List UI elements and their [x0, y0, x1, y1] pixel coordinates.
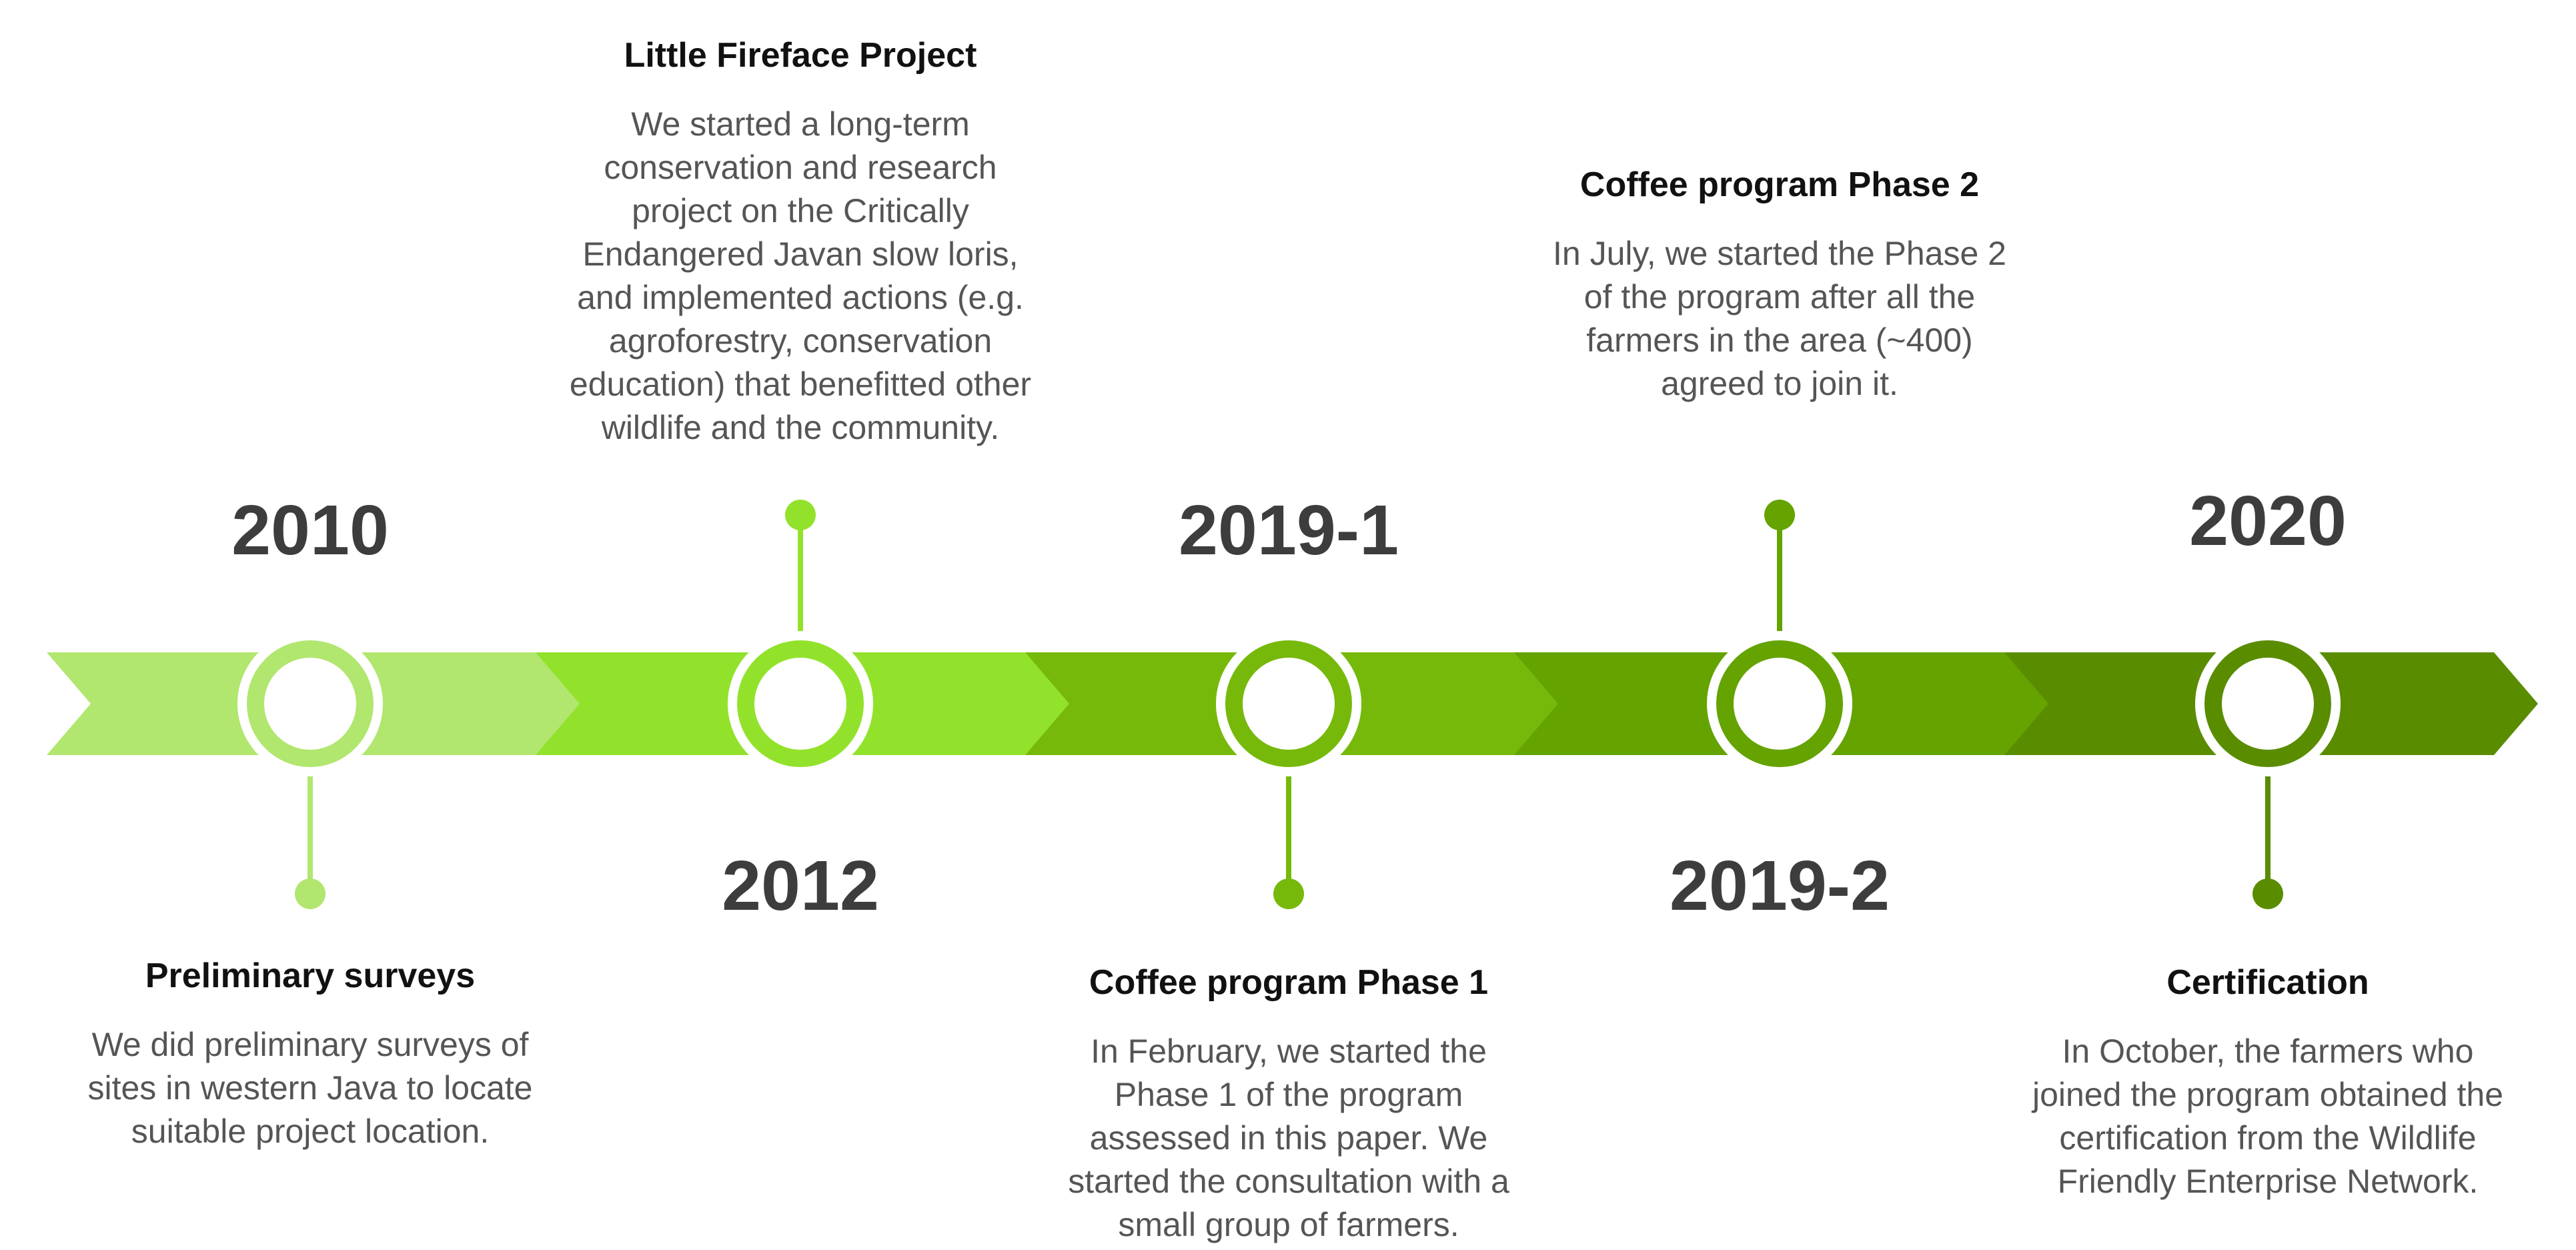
desc-line: farmers in the area (~400) [1586, 322, 1973, 360]
desc-line: joined the program obtained the [2032, 1076, 2504, 1114]
event-description: We did preliminary surveys of sites in w… [37, 1023, 584, 1153]
desc-line: Phase 1 of the program [1114, 1076, 1463, 1114]
event-block-coffee-phase-2: Coffee program Phase 2 In July, we start… [1506, 164, 2053, 406]
desc-line: education) that benefitted other [569, 366, 1032, 404]
desc-line: In October, the farmers who [2062, 1033, 2474, 1071]
connector-line [2265, 758, 2271, 894]
event-block-preliminary-surveys: Preliminary surveys We did preliminary s… [37, 955, 584, 1153]
connector-dot [1273, 878, 1304, 909]
desc-line: In February, we started the [1091, 1033, 1487, 1071]
desc-line: assessed in this paper. We [1089, 1119, 1488, 1157]
connector-dot [2252, 878, 2283, 909]
event-block-little-fireface-project: Little Fireface Project We started a lon… [527, 35, 1074, 450]
connector-line [798, 515, 803, 649]
year-label-2010: 2010 [231, 491, 389, 570]
desc-line: We did preliminary surveys of [91, 1026, 529, 1064]
milestone-ring [247, 640, 374, 767]
connector-dot [295, 878, 326, 909]
event-title: Little Fireface Project [624, 36, 977, 75]
milestone-ring [737, 640, 864, 767]
event-description: We started a long-term conservation and … [527, 103, 1074, 450]
desc-line: suitable project location. [131, 1113, 490, 1151]
connector-line [1777, 515, 1782, 649]
connector-line [1286, 758, 1291, 894]
desc-line: We started a long-term [631, 105, 970, 143]
connector-line [307, 758, 313, 894]
desc-line: Endangered Javan slow loris, [582, 235, 1019, 273]
milestone-ring [1716, 640, 1843, 767]
event-block-coffee-phase-1: Coffee program Phase 1 In February, we s… [1015, 962, 1562, 1247]
event-description: In February, we started the Phase 1 of t… [1015, 1030, 1562, 1247]
connector-dot [1764, 500, 1795, 530]
desc-line: wildlife and the community. [601, 409, 1000, 447]
event-description: In July, we started the Phase 2 of the p… [1506, 232, 2053, 406]
event-title: Preliminary surveys [145, 957, 476, 995]
event-block-certification: Certification In October, the farmers wh… [1994, 962, 2541, 1203]
event-title: Coffee program Phase 2 [1579, 165, 1980, 204]
desc-line: started the consultation with a [1068, 1163, 1509, 1201]
desc-line: agroforestry, conservation [608, 322, 993, 360]
event-title: Coffee program Phase 1 [1089, 963, 1489, 1002]
year-label-2019-1: 2019-1 [1178, 491, 1399, 570]
milestone-ring [2204, 640, 2331, 767]
event-description: In October, the farmers who joined the p… [1994, 1030, 2541, 1203]
desc-line: Friendly Enterprise Network. [2057, 1163, 2479, 1201]
desc-line: sites in western Java to locate [87, 1069, 533, 1107]
desc-line: In July, we started the Phase 2 [1552, 235, 2006, 273]
desc-line: conservation and research [604, 149, 997, 187]
year-label-2012: 2012 [722, 846, 879, 925]
connector-dot [785, 500, 816, 530]
desc-line: certification from the Wildlife [2059, 1119, 2477, 1157]
desc-line: and implemented actions (e.g. [577, 279, 1024, 317]
milestone-ring [1225, 640, 1352, 767]
desc-line: of the program after all the [1583, 278, 1976, 316]
desc-line: small group of farmers. [1118, 1206, 1459, 1244]
year-label-2020: 2020 [2189, 482, 2347, 560]
desc-line: project on the Critically [632, 192, 969, 230]
desc-line: agreed to join it. [1661, 365, 1898, 403]
year-label-2019-2: 2019-2 [1669, 846, 1890, 925]
event-title: Certification [2166, 963, 2369, 1002]
